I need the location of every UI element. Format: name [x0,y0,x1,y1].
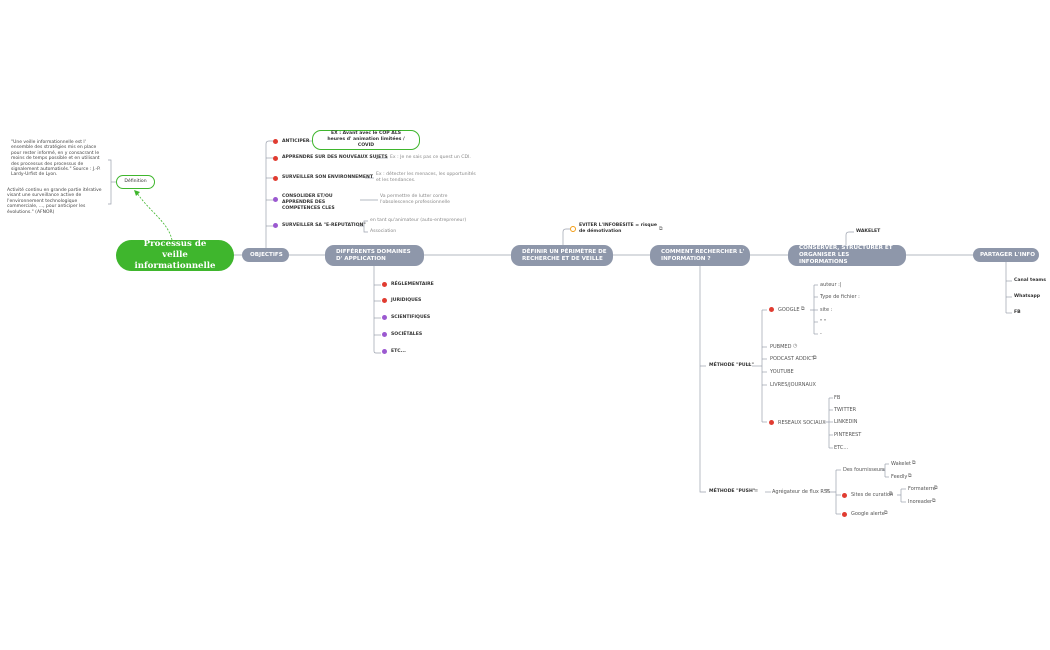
pull-livres[interactable]: LIVRES/JOURNAUX [770,382,816,388]
definition-label: Définition [124,179,147,184]
push-fournisseurs[interactable]: Des fournisseurs [843,467,885,473]
external-link-icon[interactable]: ⧉ [912,460,916,466]
google-item-auteur[interactable]: auteur :| [820,282,842,288]
objectif-surveiller-note: Ex : détecter les menaces, les opportuni… [376,172,476,183]
domaine-etc[interactable]: ETC... [391,349,406,354]
topic-objectifs[interactable]: OBJECTIFS [242,248,289,262]
reseau-etc[interactable]: ETC... [834,445,849,451]
pull-google[interactable]: GOOGLE [778,307,800,313]
note-icon[interactable]: ≡ [747,362,752,368]
topic-perimetre-label: DÉFINIR UN PÉRIMÈTRE DE RECHERCHE ET DE … [522,248,607,262]
topic-domaines-label: DIFFÉRENTS DOMAINES D' APPLICATION [336,248,411,262]
objectif-anticiper[interactable]: ANTICIPER [282,139,310,144]
google-item-site[interactable]: site : [820,307,833,313]
external-link-icon[interactable]: ⧉ [934,485,938,491]
marker-dot-orange [570,226,576,232]
topic-conserver-label: CONSERVER, STRUCTURER ET ORGANISER LES I… [799,245,893,265]
objectif-surveiller[interactable]: SURVEILLER SON ENVIRONNEMENT [282,175,373,180]
push-google-alerte[interactable]: Google alerte [851,511,885,517]
domaine-societales[interactable]: SOCIÉTALES [391,332,423,337]
conserver-wakelet[interactable]: WAKELET [856,229,881,234]
objectif-apprendre-note: Ex : Je ne sais pas ce quest un CDI. [390,155,471,160]
marker-dot [273,223,278,228]
definition-quote-2: Activité continu en grande partie itérat… [7,188,102,215]
note-icon[interactable]: ≡ [825,488,830,494]
objectif-apprendre[interactable]: APPRENDRE SUR DES NOUVEAUX SUJETS [282,155,388,160]
objectif-anticiper-note[interactable]: EX : Avant avec le COP ALS heures d' ani… [312,130,420,150]
objectif-consolider[interactable]: CONSOLIDER ET/OU APPRENDRE DES COMPETENC… [282,194,335,211]
topic-objectifs-label: OBJECTIFS [250,251,283,258]
partager-teams[interactable]: Canal teams [1014,278,1046,283]
pull-reseaux[interactable]: RESEAUX SOCIAUX [778,420,826,426]
push-curation[interactable]: Sites de curation [851,492,894,498]
marker-dot [842,512,847,517]
topic-conserver[interactable]: CONSERVER, STRUCTURER ET ORGANISER LES I… [788,245,906,266]
partager-whatsapp[interactable]: Whatsapp [1014,294,1041,299]
marker-dot [382,298,387,303]
note-icon[interactable]: ≡ [754,488,759,494]
perimetre-infobesite[interactable]: EVITER L'INFOBESITE = risque de démotiva… [579,223,657,234]
external-link-icon[interactable]: ⧉ [908,473,912,479]
marker-dot [382,349,387,354]
pull-podcast[interactable]: PODCAST ADDICT [770,356,815,362]
reseau-fb[interactable]: FB [834,395,841,401]
objectif-ereputation-note-2: Association [370,229,397,234]
objectif-anticiper-note-text: EX : Avant avec le COP ALS heures d' ani… [327,131,405,148]
external-link-icon[interactable]: ⧉ [932,498,936,504]
marker-dot [382,315,387,320]
fournisseur-wakelet[interactable]: Wakelet [891,461,911,467]
reseau-twitter[interactable]: TWITTER [834,407,857,413]
objectif-ereputation[interactable]: SURVEILLER SA "E-REPUTATION" [282,223,366,228]
marker-dot [769,420,774,425]
curation-inoreader[interactable]: Inoreader [908,499,933,505]
root-topic[interactable]: Processus de veille informationnelle [116,239,234,271]
pull-pubmed[interactable]: PUBMED [770,344,792,350]
reseau-pinterest[interactable]: PINTEREST [834,432,862,438]
external-link-icon[interactable]: ⧉ [659,226,663,232]
external-link-icon[interactable]: ⧉ [884,510,888,516]
root-title: Processus de veille informationnelle [134,239,216,271]
marker-dot [273,156,278,161]
marker-dot [382,282,387,287]
pull-youtube[interactable]: YOUTUBE [770,369,794,375]
marker-dot [273,139,278,144]
topic-partager-label: PARTAGER L'INFO [980,251,1035,258]
google-item-quotes[interactable]: " " [820,319,827,325]
topic-domaines[interactable]: DIFFÉRENTS DOMAINES D' APPLICATION [325,245,424,266]
fournisseur-feedly[interactable]: Feedly [891,474,908,480]
topic-rechercher[interactable]: COMMENT RECHERCHER L' INFORMATION ? [650,245,750,266]
partager-fb[interactable]: FB [1014,310,1021,315]
topic-partager[interactable]: PARTAGER L'INFO [973,248,1039,262]
definition-node[interactable]: Définition [116,175,155,189]
methode-push[interactable]: MÉTHODE "PUSH" [709,489,756,494]
google-item-minus[interactable]: - [820,331,822,337]
marker-dot [382,332,387,337]
domaine-reglementaire[interactable]: RÉGLEMENTAIRE [391,282,434,287]
google-item-type[interactable]: Type de fichier : [820,294,860,300]
external-link-icon[interactable]: ⧉ [889,491,893,497]
domaine-juridiques[interactable]: JURIDIQUES [391,298,422,303]
marker-dot [842,493,847,498]
marker-dot [273,197,278,202]
reseau-linkedin[interactable]: LINKEDIN [834,419,858,425]
topic-rechercher-label: COMMENT RECHERCHER L' INFORMATION ? [661,248,745,262]
curation-formaterre[interactable]: Formaterre [908,486,936,492]
external-link-icon[interactable]: ⧉ [813,355,817,361]
objectif-ereputation-note-1: en tant qu'animateur (auto-entrepreneur) [370,218,467,223]
objectif-consolider-note: Va permettre de lutter contre l'obsolesc… [380,194,450,205]
methode-pull[interactable]: MÉTHODE "PULL" [709,363,754,368]
external-link-icon[interactable]: ⧉ [801,306,805,312]
clock-icon[interactable]: ◷ [793,343,798,349]
definition-quote-1: "Une veille informationnelle est l' ense… [11,140,101,178]
marker-dot [273,176,278,181]
topic-perimetre[interactable]: DÉFINIR UN PÉRIMÈTRE DE RECHERCHE ET DE … [511,245,613,266]
marker-dot [769,307,774,312]
domaine-scientifiques[interactable]: SCIENTIFIQUES [391,315,431,320]
push-aggregateur[interactable]: Agrégateur de flux RSS [772,489,831,495]
